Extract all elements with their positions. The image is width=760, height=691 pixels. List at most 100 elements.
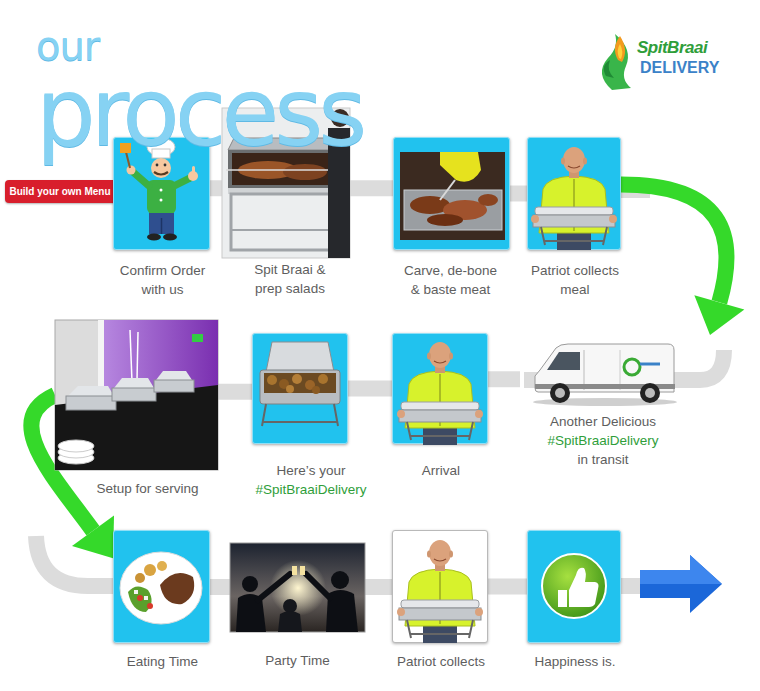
serving-dish bbox=[292, 374, 302, 384]
plate-picture bbox=[137, 595, 143, 601]
chef-cartoon bbox=[163, 234, 177, 241]
step-caption: Carve, de-bone & baste meat bbox=[403, 261, 499, 299]
plate-picture bbox=[134, 590, 138, 594]
track-line bbox=[218, 384, 252, 400]
carving-photo bbox=[400, 152, 505, 240]
chef-cartoon bbox=[127, 166, 136, 175]
process-step: Patriot collects meal bbox=[527, 137, 621, 250]
setup-photo bbox=[114, 378, 154, 388]
process-step: Arrival bbox=[392, 333, 488, 444]
party-photo bbox=[278, 611, 302, 632]
van-picture bbox=[533, 398, 677, 406]
party-photo bbox=[292, 566, 297, 575]
chef-cartoon bbox=[188, 171, 198, 181]
hashtag-text: #SpitBraaiDelivery bbox=[236, 480, 386, 499]
caption-text: Setup for serving bbox=[63, 479, 233, 498]
party-photo bbox=[326, 590, 358, 632]
plate-picture bbox=[160, 573, 194, 604]
diagram-title: our process bbox=[36, 0, 456, 155]
plate-picture bbox=[135, 573, 145, 583]
step-caption: Party Time bbox=[238, 651, 358, 670]
chef-cartoon bbox=[147, 234, 161, 241]
caption-text: Happiness is. bbox=[515, 652, 635, 671]
van-picture bbox=[640, 383, 660, 403]
setup-photo bbox=[58, 440, 94, 452]
step-caption: Eating Time bbox=[103, 652, 223, 671]
track-connector bbox=[350, 188, 393, 189]
party-photo bbox=[230, 543, 365, 632]
chef-cartoon bbox=[147, 180, 176, 214]
thumbs-up-icon bbox=[569, 568, 599, 607]
van-picture bbox=[624, 359, 640, 375]
track-connector bbox=[488, 586, 527, 587]
setup-photo bbox=[102, 320, 218, 410]
end-arrow bbox=[640, 555, 722, 613]
spit-braai-photo bbox=[228, 188, 336, 194]
serving-dish bbox=[262, 404, 338, 426]
logo-flame bbox=[602, 34, 631, 90]
step-caption: Spit Braai & prep salads bbox=[244, 260, 336, 298]
chef-cartoon bbox=[151, 158, 171, 178]
step-caption: Patriot collects meal bbox=[527, 261, 623, 299]
menu-tag: Build your own Menu bbox=[5, 180, 115, 203]
party-photo bbox=[242, 576, 258, 592]
step-caption: Another Delicious#SpitBraaiDeliveryin tr… bbox=[523, 412, 683, 469]
step-caption: Patriot collects bbox=[381, 652, 501, 671]
party-photo bbox=[270, 560, 326, 616]
carving-photo bbox=[443, 200, 487, 220]
van-picture bbox=[550, 383, 570, 403]
spit-braai-photo bbox=[226, 169, 338, 171]
party-photo bbox=[236, 594, 266, 632]
van-picture bbox=[584, 350, 585, 390]
thumbs-up-icon bbox=[558, 590, 567, 607]
hashtag-text: #SpitBraaiDelivery bbox=[523, 431, 683, 450]
caption-text: Party Time bbox=[238, 651, 358, 670]
setup-photo bbox=[192, 334, 203, 342]
chef-cartoon bbox=[192, 166, 195, 174]
step-caption: Confirm Order with us bbox=[113, 261, 213, 299]
serving-dish bbox=[286, 385, 294, 393]
logo-text: DELIVERY bbox=[640, 59, 719, 77]
spit-braai-photo bbox=[283, 164, 327, 180]
carving-photo bbox=[410, 196, 450, 214]
process-step: Here’s your#SpitBraaiDelivery bbox=[252, 333, 348, 444]
setup-photo bbox=[98, 320, 104, 410]
chef-cartoon bbox=[160, 189, 163, 192]
process-step: Carve, de-bone & baste meat bbox=[393, 137, 510, 250]
arrow-head bbox=[694, 295, 744, 335]
setup-photo bbox=[66, 396, 116, 410]
serving-dish bbox=[279, 379, 289, 389]
patriot-figure bbox=[397, 147, 617, 643]
process-step: Happiness is. bbox=[527, 530, 621, 643]
caption-text: Eating Time bbox=[103, 652, 223, 671]
setup-photo bbox=[55, 320, 218, 470]
spit-braai-photo bbox=[231, 194, 333, 250]
track-connector bbox=[210, 587, 230, 588]
setup-photo bbox=[55, 320, 218, 470]
chef-cartoon bbox=[133, 172, 149, 186]
van-picture bbox=[645, 388, 655, 398]
track-line bbox=[488, 579, 527, 595]
track-connector bbox=[218, 391, 252, 392]
serving-dish bbox=[305, 380, 315, 390]
spit-braai-photo bbox=[232, 153, 332, 185]
carving-photo bbox=[440, 180, 455, 200]
step-caption: Setup for serving bbox=[63, 479, 233, 498]
track bbox=[621, 578, 642, 594]
track-connector bbox=[510, 193, 527, 194]
track-line bbox=[510, 186, 527, 202]
setup-photo bbox=[58, 452, 94, 464]
track-line bbox=[210, 180, 222, 196]
patriot-figure bbox=[531, 147, 617, 250]
van-picture bbox=[535, 344, 674, 392]
thumbs-up-icon bbox=[542, 554, 606, 618]
party-photo bbox=[300, 566, 305, 575]
track-line bbox=[350, 180, 393, 196]
serving-dish bbox=[318, 374, 328, 384]
chef-cartoon bbox=[156, 164, 159, 167]
end-arrow bbox=[640, 555, 722, 613]
flow-arrow bbox=[621, 184, 744, 335]
caption-text: Spit Braai & prep salads bbox=[244, 260, 336, 298]
setup-photo bbox=[55, 385, 218, 470]
